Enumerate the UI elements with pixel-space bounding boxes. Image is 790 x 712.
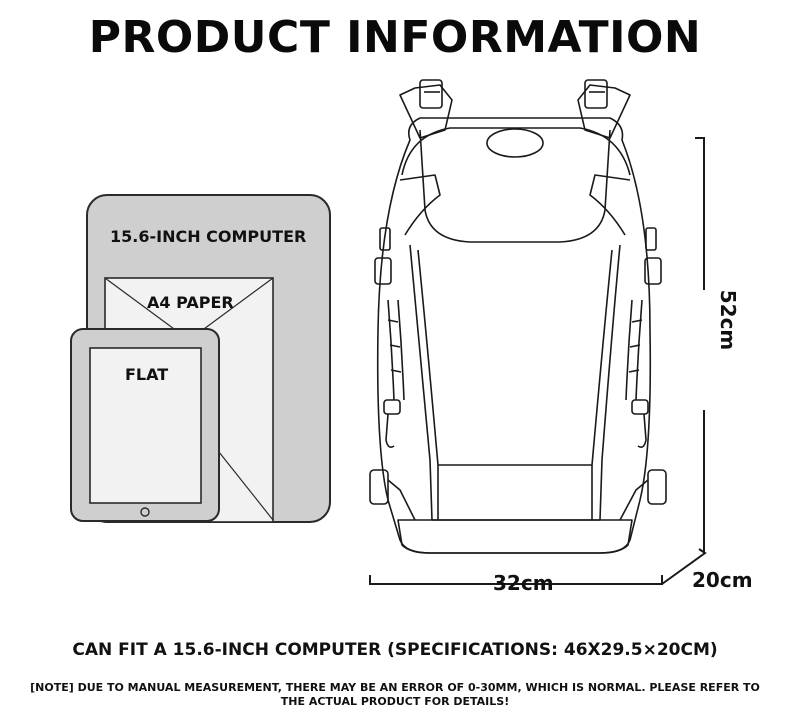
- depth-dimension-line: [661, 548, 707, 585]
- backpack-icon: [369, 79, 667, 554]
- fit-description: CAN FIT A 15.6-INCH COMPUTER (SPECIFICAT…: [72, 640, 718, 660]
- a4-paper-label: A4 PAPER: [147, 293, 234, 312]
- width-dimension: 32cm: [493, 571, 554, 595]
- page-title: PRODUCT INFORMATION: [88, 12, 702, 63]
- height-dimension: 52cm: [716, 289, 740, 351]
- height-dimension-line: [695, 137, 705, 290]
- tablet-label: FLAT: [125, 365, 169, 384]
- computer-label: 15.6-INCH COMPUTER: [110, 227, 307, 246]
- depth-dimension: 20cm: [692, 568, 753, 592]
- home-button-icon: [140, 507, 150, 517]
- width-dimension-line: [369, 575, 663, 585]
- tablet-outline: [70, 328, 220, 522]
- dimension-lines: [369, 137, 707, 585]
- measurement-note: [NOTE] DUE TO MANUAL MEASUREMENT, THERE …: [30, 681, 760, 708]
